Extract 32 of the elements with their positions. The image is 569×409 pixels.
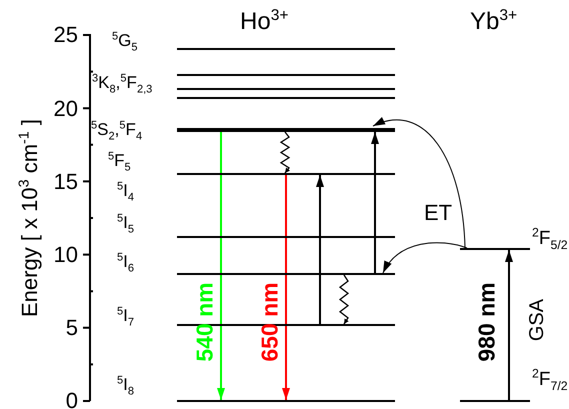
curved-arrow xyxy=(382,242,468,274)
edge-label: 650 nm xyxy=(258,282,282,362)
edge-label: 980 nm xyxy=(476,282,498,362)
arrow xyxy=(217,132,225,400)
arrow xyxy=(316,175,324,324)
tick-label: 20 xyxy=(52,98,78,120)
arrow xyxy=(282,175,290,400)
ion-label: Yb$^{3+}$ xyxy=(470,10,518,34)
tick-label: 10 xyxy=(52,244,78,266)
term-label: $^{5}$F$_{5}$ xyxy=(108,152,131,169)
term-label: $^{5}$I$_{4}$ xyxy=(117,182,134,199)
term-label: $^{5}$S$_{2}$,$^{5}$F$_{4}$ xyxy=(91,121,142,138)
term-label: $^{5}$I$_{5}$ xyxy=(117,214,134,231)
term-label: $^{5}$I$_{6}$ xyxy=(117,253,134,270)
arrow xyxy=(371,132,379,273)
curved-arrow xyxy=(372,118,466,248)
term-label: $^{5}$G$_{5}$ xyxy=(112,32,138,49)
tick-label: 15 xyxy=(52,171,78,193)
tick-label: 25 xyxy=(52,24,78,46)
wavy-arrow xyxy=(338,274,350,324)
term-label: $^{2}$F$_{7/2}$ xyxy=(532,370,568,389)
ion-label: Ho$^{3+}$ xyxy=(240,10,288,34)
process-label: GSA xyxy=(527,298,547,342)
edge-label: 540 nm xyxy=(194,282,216,362)
tick-label: 0 xyxy=(64,390,78,409)
term-label: $^{5}$I$_{7}$ xyxy=(117,307,134,324)
arrow xyxy=(505,250,513,400)
term-label: $^{5}$I$_{8}$ xyxy=(117,376,134,393)
term-label: $^{2}$F$_{5/2}$ xyxy=(532,229,568,248)
process-label: ET xyxy=(424,202,452,224)
wavy-arrow xyxy=(280,132,290,174)
tick-label: 5 xyxy=(64,317,78,339)
